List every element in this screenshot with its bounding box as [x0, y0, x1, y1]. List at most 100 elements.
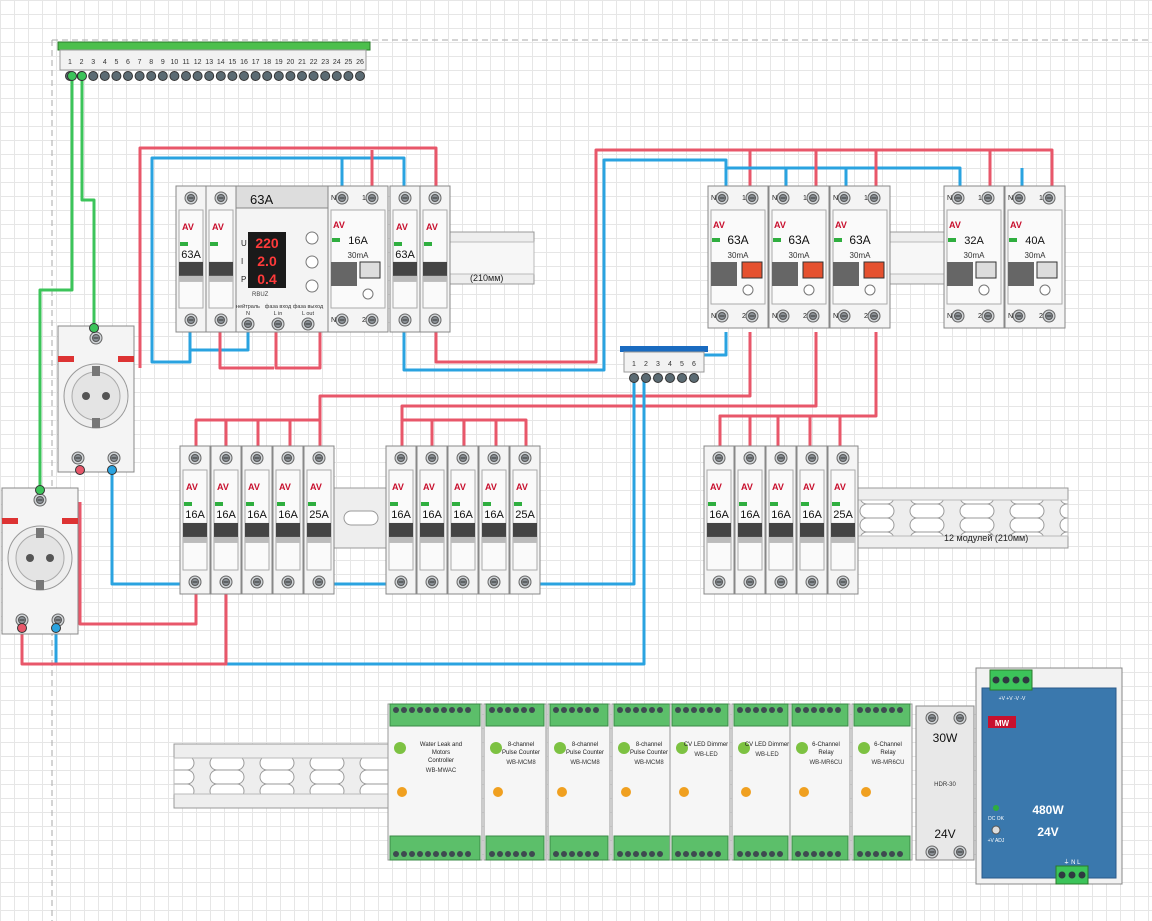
wire-terminal-dot	[107, 465, 117, 475]
connector-screw	[617, 851, 623, 857]
din-rail-bottom	[173, 743, 395, 809]
connector-screw	[1078, 871, 1086, 879]
connector-screw	[873, 851, 879, 857]
breaker-toggle	[209, 261, 233, 276]
rcd-rating: 16A	[348, 235, 368, 247]
connector-screw	[577, 707, 583, 713]
connector-screw	[569, 851, 575, 857]
socket-earth-clip	[92, 418, 100, 428]
connector-screw	[521, 851, 527, 857]
psu-voltage: 24V	[1037, 825, 1058, 839]
module-model: WB-MR6CU	[810, 760, 843, 766]
module-title: Pulse Counter	[566, 750, 604, 756]
breaker-face	[830, 469, 856, 571]
rcd-test-button[interactable]	[975, 261, 997, 279]
relay-button[interactable]	[305, 279, 319, 293]
breaker-toggle	[451, 522, 475, 537]
breaker-toggle	[738, 522, 762, 537]
connector-screw	[827, 851, 833, 857]
terminal-number: 15	[229, 59, 237, 66]
socket-stripe	[2, 518, 18, 524]
terminal-letter-1: 1	[978, 195, 982, 202]
terminal-letter-n-out: N	[947, 313, 952, 320]
connector-screw	[529, 707, 535, 713]
terminal-screw	[227, 71, 238, 81]
toggle-base	[800, 536, 824, 543]
wire-terminal-dot	[75, 465, 85, 475]
rcd-test-button[interactable]	[1036, 261, 1058, 279]
connector-screw	[1022, 676, 1030, 684]
connector-screw	[441, 707, 447, 713]
breaker-toggle	[482, 522, 506, 537]
connector-screw	[1068, 871, 1076, 879]
top-terminal	[743, 451, 757, 465]
wire-terminal-dot	[77, 71, 87, 81]
breaker-toggle	[183, 522, 207, 537]
connector-screw	[561, 851, 567, 857]
rcd-rating: 32A	[964, 235, 984, 247]
relay-terminal-label: N	[246, 311, 250, 317]
bottom-terminal	[774, 575, 788, 589]
breaker-face	[178, 209, 204, 309]
rcd-leakage: 30mA	[850, 251, 872, 260]
top-terminal	[774, 451, 788, 465]
connector-screw	[561, 707, 567, 713]
breaker-toggle	[245, 522, 269, 537]
module-top-connector	[791, 703, 849, 727]
breaker-toggle	[276, 522, 300, 537]
top-terminal	[428, 191, 442, 205]
psu-top-terms: +V +V -V -V	[999, 696, 1026, 702]
connector-screw	[489, 851, 495, 857]
module-body	[731, 703, 791, 861]
top-terminal	[712, 451, 726, 465]
breaker-toggle	[307, 522, 331, 537]
rcd-test-knob[interactable]	[362, 288, 374, 300]
connector-screw	[553, 707, 559, 713]
brand-logo: AV	[248, 482, 260, 492]
relay-button[interactable]	[305, 231, 319, 245]
psu-adjust-knob[interactable]	[991, 825, 1001, 835]
rcd-test-button[interactable]	[359, 261, 381, 279]
bottom-terminal	[805, 575, 819, 589]
connector-screw	[401, 707, 407, 713]
wire	[402, 158, 728, 372]
connector-screw	[505, 707, 511, 713]
connector-screw	[585, 707, 591, 713]
module-led	[799, 787, 809, 797]
connector-screw	[417, 707, 423, 713]
module-top-connector	[671, 703, 729, 727]
connector-screw	[409, 851, 415, 857]
breaker-rating: 16A	[422, 509, 442, 521]
bottom-terminal	[188, 575, 202, 589]
socket-terminal-earth	[33, 493, 47, 507]
relay-button[interactable]	[305, 255, 319, 269]
relay-rating: 63A	[250, 192, 273, 207]
rcd-test-knob[interactable]	[978, 284, 990, 296]
brand-logo: AV	[212, 222, 224, 232]
rcd-test-knob[interactable]	[864, 284, 876, 296]
breaker-rating: 16A	[185, 509, 205, 521]
rcd-test-knob[interactable]	[742, 284, 754, 296]
breaker-face	[244, 469, 270, 571]
module-title: 6-Channel	[874, 742, 902, 748]
connector-screw	[737, 851, 743, 857]
relay-display-value: 2.0	[257, 253, 277, 269]
breaker-face	[213, 469, 239, 571]
rcd-test-knob[interactable]	[803, 284, 815, 296]
terminal-letter-n: N	[331, 195, 336, 202]
brand-logo: AV	[333, 220, 345, 230]
terminal-letter-2: 2	[803, 313, 807, 320]
connector-screw	[409, 707, 415, 713]
rcd-test-knob[interactable]	[1039, 284, 1051, 296]
wire	[138, 146, 438, 368]
breaker-face	[182, 469, 208, 571]
status-indicator	[801, 502, 809, 506]
connector-screw	[835, 851, 841, 857]
